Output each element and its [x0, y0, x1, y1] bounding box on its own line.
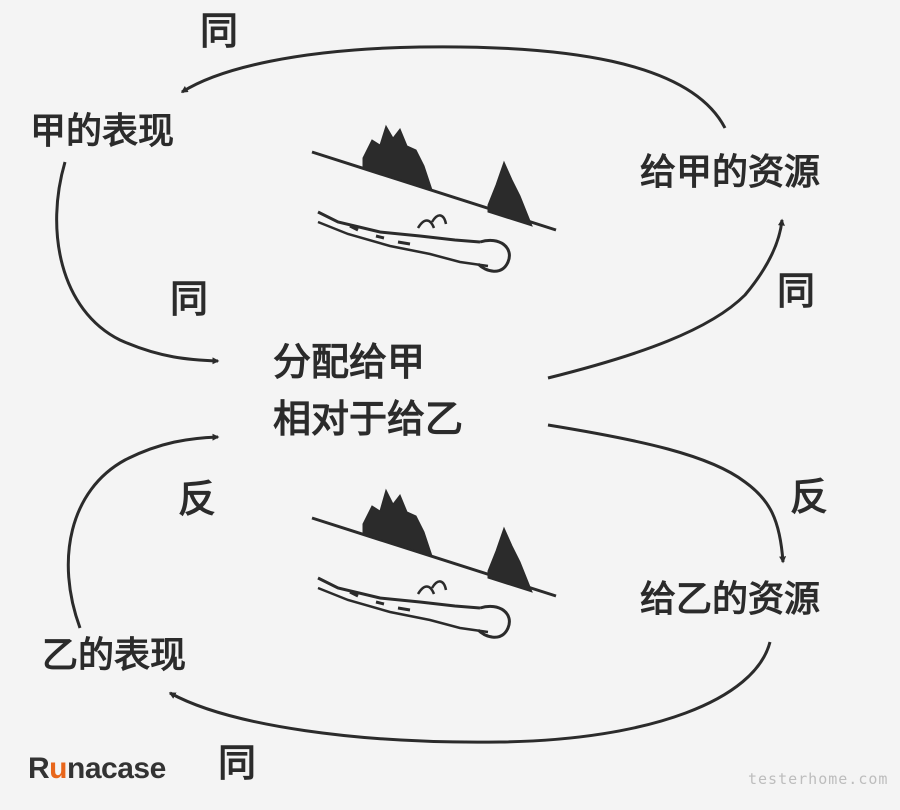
node-allocation-line2: 相对于给乙 — [273, 397, 464, 441]
polarity-top: 同 — [200, 9, 239, 53]
arrow-a-performance-to-allocation — [55, 161, 220, 365]
polarity-bottom: 同 — [218, 741, 257, 785]
arrow-allocation-to-a-resources — [547, 218, 785, 380]
snowball-loop-icon-lower — [311, 488, 557, 639]
node-allocation: 分配给甲 相对于给乙 — [273, 334, 463, 448]
arrow-allocation-to-b-resources — [547, 423, 787, 564]
polarity-right-upper: 同 — [777, 269, 816, 313]
runacase-logo: Runacase — [28, 752, 166, 785]
node-allocation-line1: 分配给甲 — [273, 340, 426, 384]
polarity-right-lower: 反 — [790, 475, 829, 519]
snowball-loop-icon-upper — [311, 124, 557, 273]
polarity-left-upper: 同 — [170, 277, 209, 321]
arrow-b-resources-to-b-performance — [168, 641, 772, 744]
watermark-text: testerhome.com — [748, 770, 889, 788]
arrow-a-resources-to-a-performance — [180, 45, 727, 129]
node-b-performance: 乙的表现 — [42, 635, 187, 676]
node-b-resources: 给乙的资源 — [640, 579, 821, 620]
node-a-resources: 给甲的资源 — [640, 152, 821, 193]
polarity-left-lower: 反 — [178, 477, 217, 521]
arrow-b-performance-to-allocation — [66, 433, 220, 629]
node-a-performance: 甲的表现 — [30, 111, 175, 152]
